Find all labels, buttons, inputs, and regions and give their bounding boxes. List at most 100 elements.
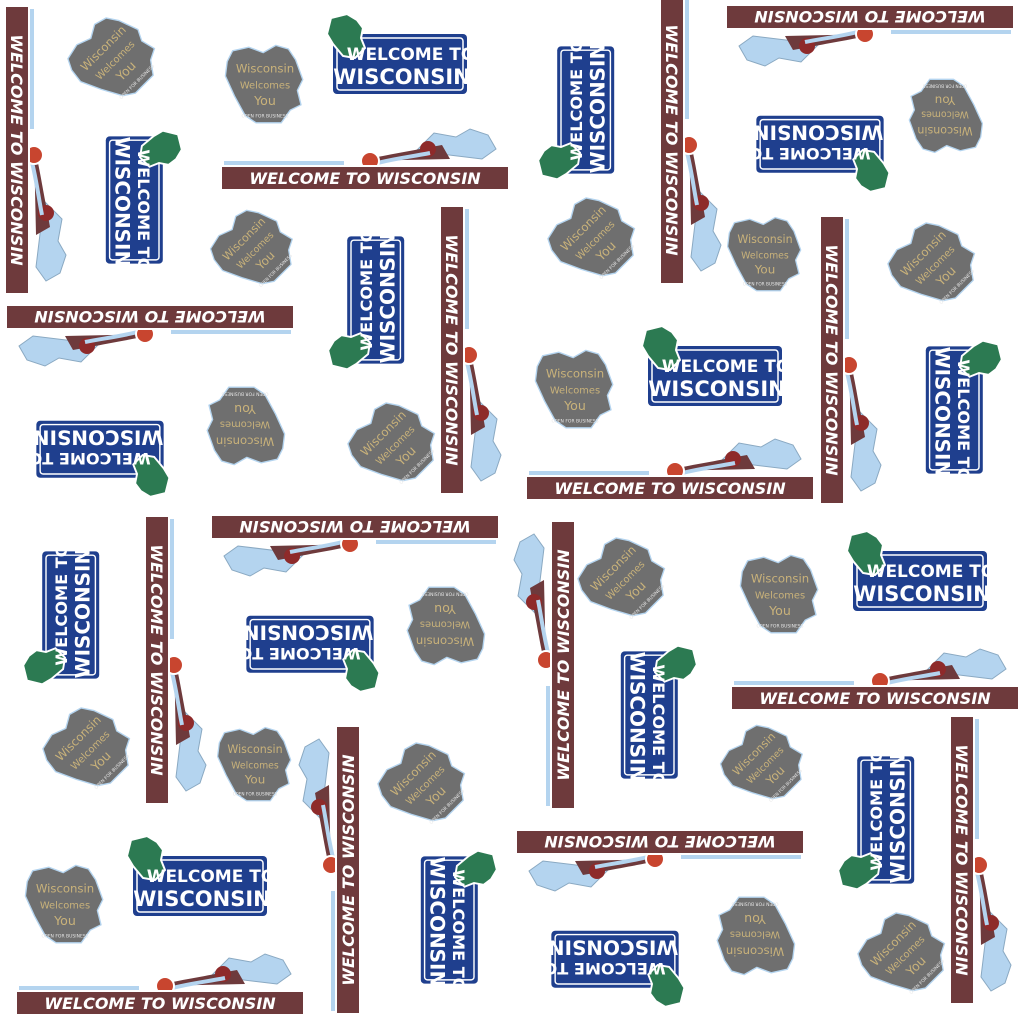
sign-line2: WISCONSIN: [425, 857, 449, 988]
sign-line2: WISCONSIN: [886, 753, 910, 884]
wisconsin-map-icon: [726, 216, 802, 292]
welcome-banner-sticker: WELCOME TO WISCONSIN: [144, 515, 207, 805]
welcome-banner-sticker: WELCOME TO WISCONSIN: [659, 0, 722, 285]
welcome-map-sticker: Wisconsin Welcomes You OPEN FOR BUSINESS: [723, 213, 808, 298]
sign-line2: WISCONSIN: [625, 652, 649, 783]
banner-text: WELCOME TO WISCONSIN: [239, 517, 471, 536]
welcome-sign-sticker: WELCOME TO WISCONSIN: [22, 543, 107, 687]
map-footer: OPEN FOR BUSINESS: [241, 113, 288, 119]
sign-line1: WELCOME TO: [28, 449, 150, 468]
banner-strip: [441, 207, 463, 493]
welcome-banner-sticker: WELCOME TO WISCONSIN: [210, 514, 500, 577]
banner-text: WELCOME TO WISCONSIN: [7, 34, 26, 266]
sign-line1: WELCOME TO: [357, 228, 376, 350]
sign-panel: [347, 236, 405, 364]
map-line3: You: [768, 603, 791, 618]
banner-text: WELCOME TO WISCONSIN: [147, 544, 166, 776]
wisconsin-state-icon: [22, 647, 67, 686]
welcome-map-sticker: Wisconsin Welcomes You OPEN FOR BUSINESS: [561, 516, 688, 643]
sign-panel: [420, 856, 478, 984]
map-footer: OPEN FOR BUSINESS: [743, 282, 788, 288]
map-line1: Wisconsin: [917, 124, 972, 137]
welcome-sign-sticker: WELCOME TO WISCONSIN: [413, 849, 498, 992]
map-footer: OPEN FOR BUSINESS: [922, 82, 967, 88]
sign-panel: [551, 930, 679, 988]
wisconsin-map-icon: [24, 864, 104, 944]
wisconsin-map-icon: [67, 17, 156, 97]
welcome-map-sticker: Wisconsin Welcomes You OPEN FOR BUSINESS: [220, 40, 310, 130]
sign-line2: WISCONSIN: [548, 935, 679, 959]
map-line3: You: [53, 913, 76, 928]
wisconsin-state-icon: [958, 339, 1003, 378]
banner-text: WELCOME TO WISCONSIN: [822, 244, 841, 476]
wisconsin-map-icon: [209, 209, 294, 285]
welcome-map-sticker: Wisconsin Welcomes You OPEN FOR BUSINESS: [871, 201, 998, 328]
sign-line1: WELCOME TO: [954, 359, 973, 481]
map-footer: OPEN FOR BUSINESS: [756, 623, 803, 629]
welcome-banner-sticker: WELCOME TO WISCONSIN: [730, 648, 1020, 711]
map-line2: Welcomes: [755, 591, 805, 602]
map-line1: Wisconsin: [216, 435, 274, 449]
banner-text: WELCOME TO WISCONSIN: [554, 549, 573, 781]
welcome-map-sticker: Wisconsin Welcomes You OPEN FOR BUSINESS: [705, 705, 825, 825]
sign-line1: WELCOME TO: [867, 748, 886, 870]
sign-panel: [925, 346, 983, 474]
banner-text: WELCOME TO WISCONSIN: [662, 24, 681, 256]
banner-strip: [517, 831, 803, 853]
welcome-banner-sticker: WELCOME TO WISCONSIN: [525, 438, 815, 501]
sign-line1: WELCOME TO: [662, 357, 791, 377]
welcome-sign-sticker: WELCOME TO WISCONSIN: [28, 413, 172, 498]
banner-strip: [527, 477, 813, 499]
banner-text: WELCOME TO WISCONSIN: [952, 744, 971, 976]
wisconsin-map-icon: [42, 707, 131, 787]
banner-strip: [6, 7, 28, 293]
wisconsin-map-icon: [347, 402, 436, 482]
wisconsin-map-icon: [716, 896, 796, 976]
sign-line1: WELCOME TO: [238, 644, 360, 663]
welcome-sign-sticker: WELCOME TO WISCONSIN: [543, 923, 687, 1008]
welcome-banner-sticker: WELCOME TO WISCONSIN: [5, 304, 295, 367]
sign-panel: [105, 136, 163, 264]
sign-line2: WISCONSIN: [376, 233, 400, 363]
wisconsin-map-icon: [224, 44, 304, 124]
map-line3: You: [234, 402, 257, 417]
sign-panel: [333, 34, 467, 94]
sign-panel: [853, 551, 987, 611]
welcome-banner-sticker: WELCOME TO WISCONSIN: [515, 829, 805, 892]
map-footer: OPEN FOR BUSINESS: [421, 591, 468, 597]
map-line2: Welcomes: [741, 250, 789, 261]
map-line1: Wisconsin: [546, 366, 604, 380]
map-footer: OPEN FOR BUSINESS: [41, 933, 88, 939]
welcome-map-sticker: Wisconsin Welcomes You OPEN FOR BUSINESS: [735, 550, 825, 640]
sign-panel: [648, 346, 782, 406]
wisconsin-state-icon: [132, 453, 171, 498]
sign-line1: WELCOME TO: [347, 45, 476, 65]
map-line2: Welcomes: [40, 901, 90, 912]
map-line1: Wisconsin: [726, 945, 784, 959]
map-line1: Wisconsin: [236, 61, 294, 75]
welcome-map-sticker: Wisconsin Welcomes You OPEN FOR BUSINESS: [710, 890, 800, 980]
sign-panel: [857, 756, 915, 884]
map-line3: You: [563, 398, 586, 413]
wisconsin-state-icon: [852, 148, 891, 193]
map-line3: You: [253, 93, 276, 108]
sign-line2: WISCONSIN: [930, 347, 954, 477]
sign-panel: [246, 615, 374, 673]
banner-strip: [17, 992, 303, 1014]
welcome-sign-sticker: WELCOME TO WISCONSIN: [613, 644, 698, 787]
sign-line2: WISCONSIN: [33, 425, 164, 449]
map-line2: Welcomes: [231, 760, 279, 771]
map-line3: You: [744, 912, 767, 927]
map-footer: OPEN FOR BUSINESS: [221, 391, 268, 397]
welcome-sign-sticker: WELCOME TO WISCONSIN: [640, 324, 791, 414]
sign-line1: WELCOME TO: [52, 543, 71, 665]
sign-line2: WISCONSIN: [110, 137, 134, 267]
wisconsin-state-icon: [845, 529, 887, 577]
banner-strip: [727, 6, 1013, 28]
map-line3: You: [434, 602, 457, 617]
map-line2: Welcomes: [220, 418, 270, 429]
sign-line1: WELCOME TO: [748, 144, 870, 163]
welcome-sign-sticker: WELCOME TO WISCONSIN: [325, 12, 476, 102]
map-line3: You: [935, 93, 957, 107]
sign-line1: WELCOME TO: [567, 38, 586, 160]
